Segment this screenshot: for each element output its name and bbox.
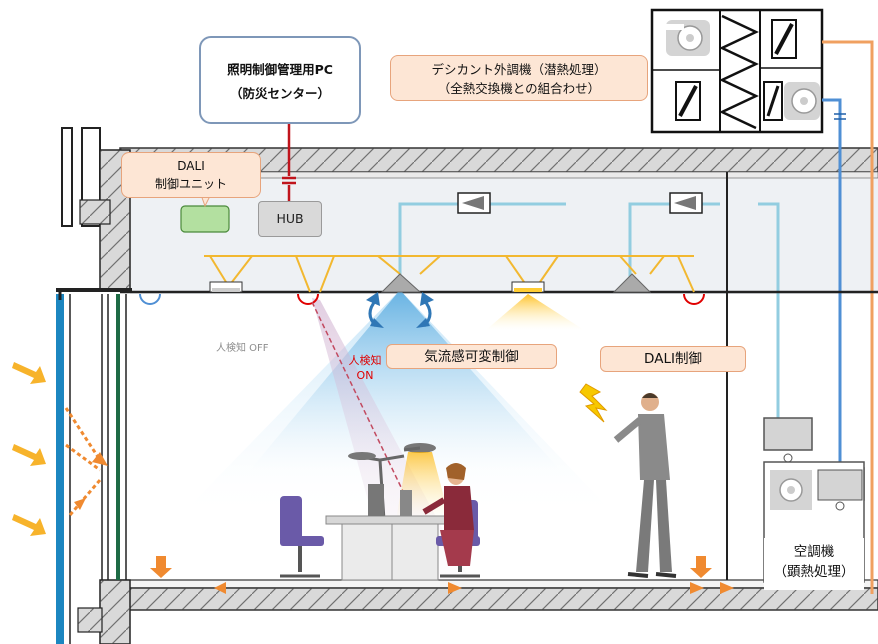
exhaust-duct-orange xyxy=(822,40,874,594)
dali-unit-line1: DALI xyxy=(177,159,205,173)
ahu-line1: 空調機 xyxy=(793,544,835,560)
seated-worker xyxy=(422,463,474,566)
central-pc-line1: 照明制御管理用PC xyxy=(227,62,333,77)
duct-breaks xyxy=(834,113,846,120)
signal-line xyxy=(282,124,296,202)
dali-control-unit-device xyxy=(180,205,230,233)
fan-icon xyxy=(666,20,710,56)
sunlight-arrow-icon xyxy=(12,362,46,536)
floor-air-arrows xyxy=(150,556,734,594)
facade-wall xyxy=(56,127,132,644)
desk xyxy=(325,484,457,581)
ceiling-light-fixtures xyxy=(139,273,705,305)
hub-device: HUB xyxy=(258,201,322,237)
desiccant-line2: （全熱交換機との組合わせ） xyxy=(437,81,601,96)
desiccant-label: デシカント外調機（潜熱処理） （全熱交換機との組合わせ） xyxy=(390,55,648,101)
lower-slab xyxy=(119,579,878,611)
window-glazing xyxy=(56,290,71,644)
central-pc-label: 照明制御管理用PC （防災センター） xyxy=(199,36,361,124)
small-note: 人検知 OFF xyxy=(216,343,269,354)
human-detect-line2: ON xyxy=(356,369,374,382)
dali-wire xyxy=(204,255,695,293)
person-icon xyxy=(613,393,677,578)
ahu-line2: （顕熱処理） xyxy=(773,564,855,580)
human-detect-label: 人検知 ON xyxy=(340,353,390,383)
airflow-arrow-heads xyxy=(366,292,434,328)
human-detect-line1: 人検知 xyxy=(348,354,382,367)
human-detect-line xyxy=(311,301,413,511)
ahu-label: 空調機 （顕熱処理） xyxy=(764,538,864,590)
reflected-arrow-heads xyxy=(74,452,108,510)
dali-control-label: DALI制御 xyxy=(600,346,746,372)
fan-icon xyxy=(784,82,820,120)
reflected-light-arrows xyxy=(64,407,102,516)
desiccant-unit xyxy=(650,8,824,134)
dali-unit-label: DALI 制御ユニット xyxy=(121,152,261,198)
desiccant-line1: デシカント外調機（潜熱処理） xyxy=(431,62,607,77)
airflow-control-label: 気流感可変制御 xyxy=(386,344,557,369)
damper xyxy=(457,192,703,214)
lightning-icon xyxy=(579,383,608,423)
dali-unit-line2: 制御ユニット xyxy=(154,177,227,191)
supply-duct-blue xyxy=(822,98,842,470)
central-pc-line2: （防災センター） xyxy=(229,86,330,101)
